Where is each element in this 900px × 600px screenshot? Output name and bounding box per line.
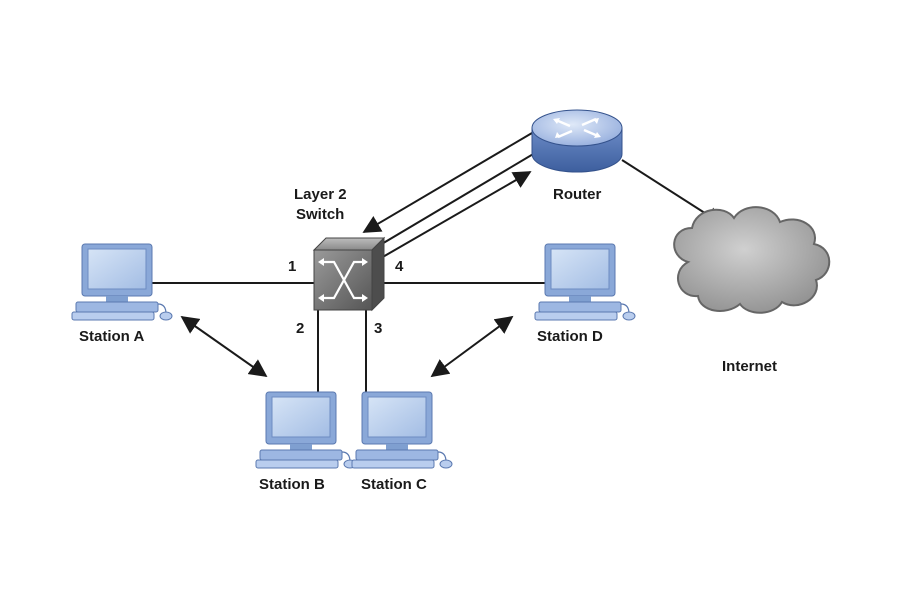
router-label: Router xyxy=(553,186,602,203)
internet-label: Internet xyxy=(722,358,778,375)
layer2-switch-icon xyxy=(312,236,386,312)
switch-router-links xyxy=(362,132,541,259)
switch-label-line2: Switch xyxy=(296,206,345,223)
station-b-icon xyxy=(255,391,357,469)
port-2-label: 2 xyxy=(296,320,305,337)
station-c-label: Station C xyxy=(361,476,427,493)
switch-label-line1: Layer 2 xyxy=(294,186,347,203)
port-1-label: 1 xyxy=(288,258,297,275)
traffic-arrow-a-b xyxy=(180,315,268,378)
station-d-icon xyxy=(534,243,636,321)
cloud-icon xyxy=(673,206,831,314)
station-d-label: Station D xyxy=(537,328,603,345)
router-icon xyxy=(531,109,623,173)
port-3-label: 3 xyxy=(374,320,383,337)
station-b-label: Station B xyxy=(259,476,325,493)
station-a-label: Station A xyxy=(79,328,145,345)
traffic-arrow-c-d xyxy=(430,315,514,378)
port-4-label: 4 xyxy=(395,258,404,275)
station-c-icon xyxy=(351,391,453,469)
